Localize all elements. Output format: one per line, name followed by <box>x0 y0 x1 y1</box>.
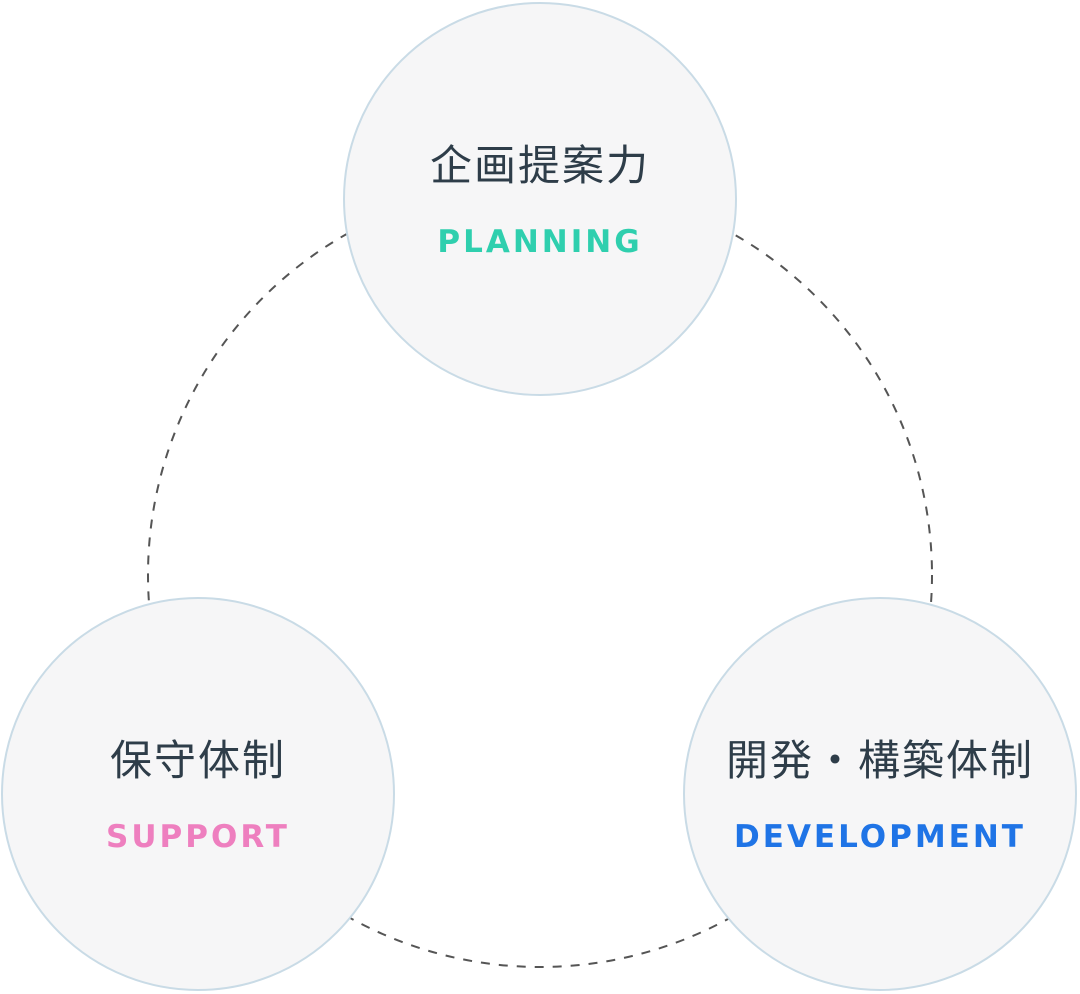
development-subtitle: DEVELOPMENT <box>734 818 1026 855</box>
node-planning: 企画提案力 PLANNING <box>343 2 737 396</box>
planning-subtitle: PLANNING <box>437 223 643 260</box>
support-title: 保守体制 <box>109 735 286 785</box>
node-development: 開発・構築体制 DEVELOPMENT <box>683 597 1077 991</box>
planning-title: 企画提案力 <box>429 140 650 190</box>
support-subtitle: SUPPORT <box>106 818 290 855</box>
development-title: 開発・構築体制 <box>725 735 1034 785</box>
node-support: 保守体制 SUPPORT <box>1 597 395 991</box>
